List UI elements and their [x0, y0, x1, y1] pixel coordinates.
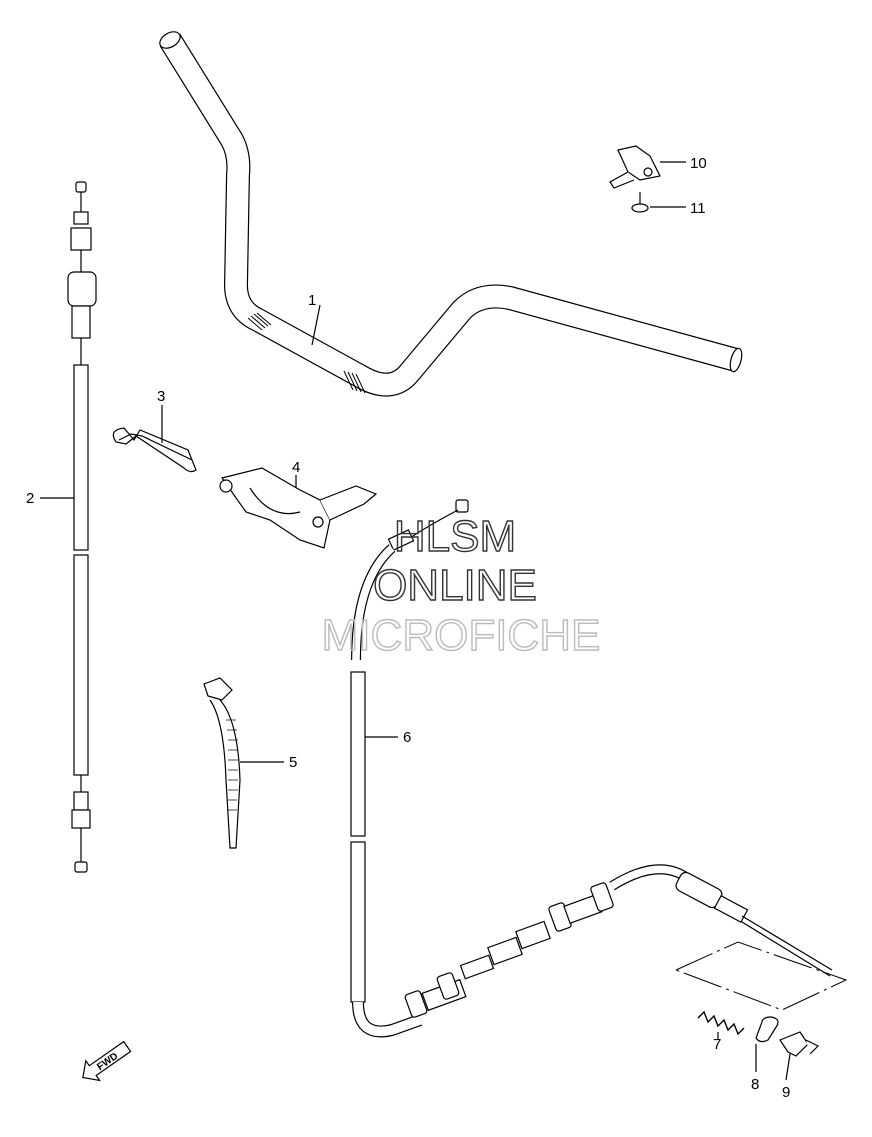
- watermark: HLSM ONLINE MICROFICHE: [321, 511, 601, 660]
- callout-5: 5: [289, 754, 297, 771]
- nut-part-8: [755, 1016, 779, 1043]
- kit-outline: [674, 941, 848, 1011]
- callout-4: 4: [292, 459, 300, 476]
- watermark-line-1: HLSM: [394, 512, 516, 561]
- bracket-part-4: [219, 467, 378, 549]
- cable-tie-part-5: [203, 677, 241, 849]
- clip-part-3: [112, 427, 197, 473]
- fwd-arrow-icon: FWD: [82, 1040, 132, 1082]
- screw-part-11: [631, 192, 649, 213]
- fitting-part-9: [779, 1031, 820, 1057]
- leader-line-9: [785, 1053, 791, 1081]
- cable-part-2: [67, 181, 97, 873]
- callout-8: 8: [751, 1076, 759, 1093]
- handlebar-part-1: [159, 31, 743, 397]
- callout-10: 10: [690, 155, 707, 172]
- callout-6: 6: [403, 729, 411, 746]
- cable-part-6: [350, 499, 833, 1038]
- leader-line-1: [311, 304, 321, 346]
- watermark-line-2: ONLINE: [373, 561, 537, 610]
- callout-9: 9: [782, 1084, 790, 1101]
- callout-2: 2: [26, 490, 34, 507]
- callout-7: 7: [713, 1036, 721, 1053]
- callout-1: 1: [308, 292, 316, 309]
- plate-part-10: [609, 145, 661, 189]
- callout-11: 11: [690, 200, 706, 217]
- spring-part-7: [697, 1010, 745, 1036]
- watermark-line-3: MICROFICHE: [322, 611, 601, 660]
- callout-3: 3: [157, 388, 165, 405]
